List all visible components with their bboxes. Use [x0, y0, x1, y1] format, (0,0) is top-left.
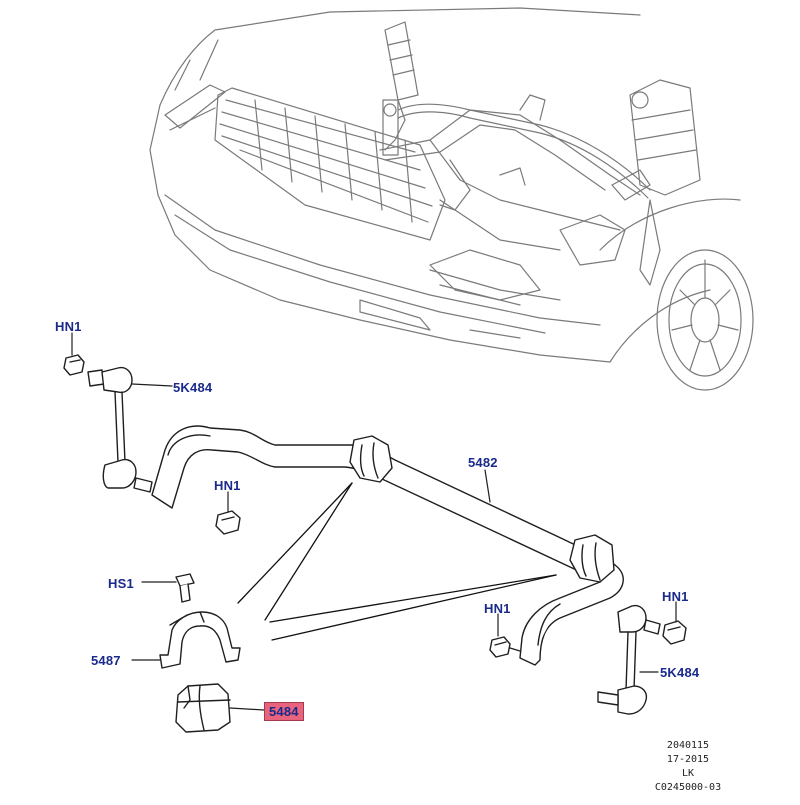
exploded-parts	[63, 332, 687, 733]
callout-5k484-left: 5K484	[173, 380, 213, 395]
clamp-bracket-part	[159, 611, 241, 669]
label-leaders	[71, 332, 677, 711]
nut-hn1-center	[215, 510, 241, 535]
vehicle-front-illustration	[149, 7, 754, 391]
footer-reference: 2040115 17-2015 LK C0245000-03	[628, 740, 748, 794]
footer-line-4: C0245000-03	[654, 782, 722, 793]
footer-line-1: 2040115	[666, 740, 710, 751]
callout-5482-stabilizer-bar: 5482	[468, 455, 498, 470]
callout-hn1-center: HN1	[214, 478, 241, 493]
right-stabilizer-link	[597, 604, 661, 715]
nut-hn1-right-outer	[662, 620, 687, 645]
callout-hn1-top-left: HN1	[55, 319, 82, 334]
left-stabilizer-link	[87, 366, 153, 493]
footer-line-2: 17-2015	[666, 754, 710, 765]
nut-hn1-right-inner	[489, 636, 521, 658]
callout-5k484-right: 5K484	[660, 665, 700, 680]
callout-5484-bushing-highlighted: 5484	[264, 702, 304, 721]
bolt-hs1	[175, 573, 195, 603]
stabilizer-bar-part	[151, 425, 624, 666]
callout-hs1-bolt: HS1	[108, 576, 134, 591]
leader-lines	[237, 482, 557, 641]
footer-line-3: LK	[681, 768, 695, 779]
callout-5487-bracket: 5487	[91, 653, 121, 668]
nut-hn1-top-left	[63, 354, 85, 376]
callout-hn1-right-inner: HN1	[484, 601, 511, 616]
callout-hn1-right-outer: HN1	[662, 589, 689, 604]
bushing-part	[175, 683, 231, 733]
